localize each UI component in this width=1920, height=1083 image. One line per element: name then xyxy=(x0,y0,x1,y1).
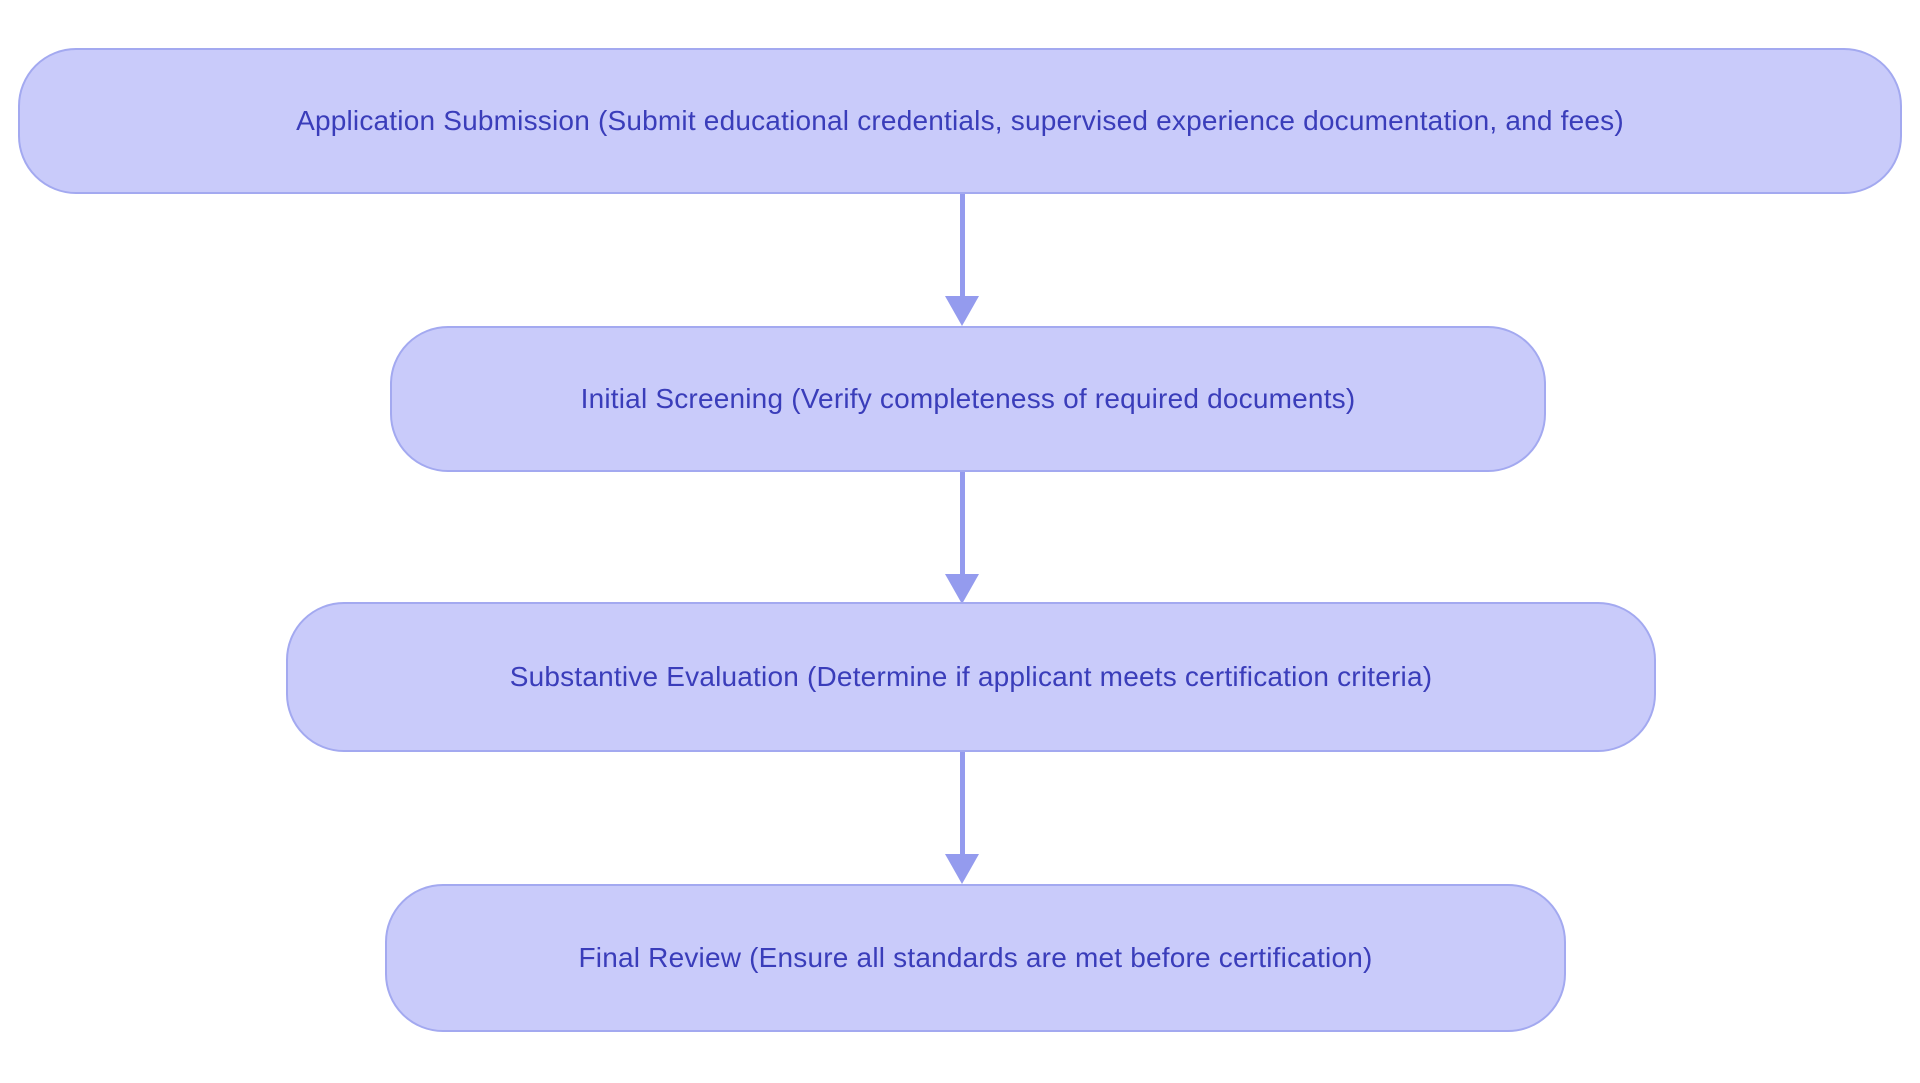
arrow-down-icon xyxy=(945,854,979,884)
arrow-line xyxy=(960,472,965,578)
flow-node-label: Final Review (Ensure all standards are m… xyxy=(578,942,1373,973)
flow-node-label: Initial Screening (Verify completeness o… xyxy=(580,383,1356,414)
flow-node-initial-screening: Initial Screening (Verify completeness o… xyxy=(390,326,1546,472)
arrow-down-icon xyxy=(945,574,979,604)
flow-node-label: Application Submission (Submit education… xyxy=(296,105,1624,136)
arrow-line xyxy=(960,752,965,858)
flow-node-substantive-evaluation: Substantive Evaluation (Determine if app… xyxy=(286,602,1656,752)
flow-node-application-submission: Application Submission (Submit education… xyxy=(18,48,1902,194)
arrow-down-icon xyxy=(945,296,979,326)
flow-node-final-review: Final Review (Ensure all standards are m… xyxy=(385,884,1566,1032)
flow-node-label: Substantive Evaluation (Determine if app… xyxy=(509,661,1433,692)
arrow-line xyxy=(960,194,965,300)
